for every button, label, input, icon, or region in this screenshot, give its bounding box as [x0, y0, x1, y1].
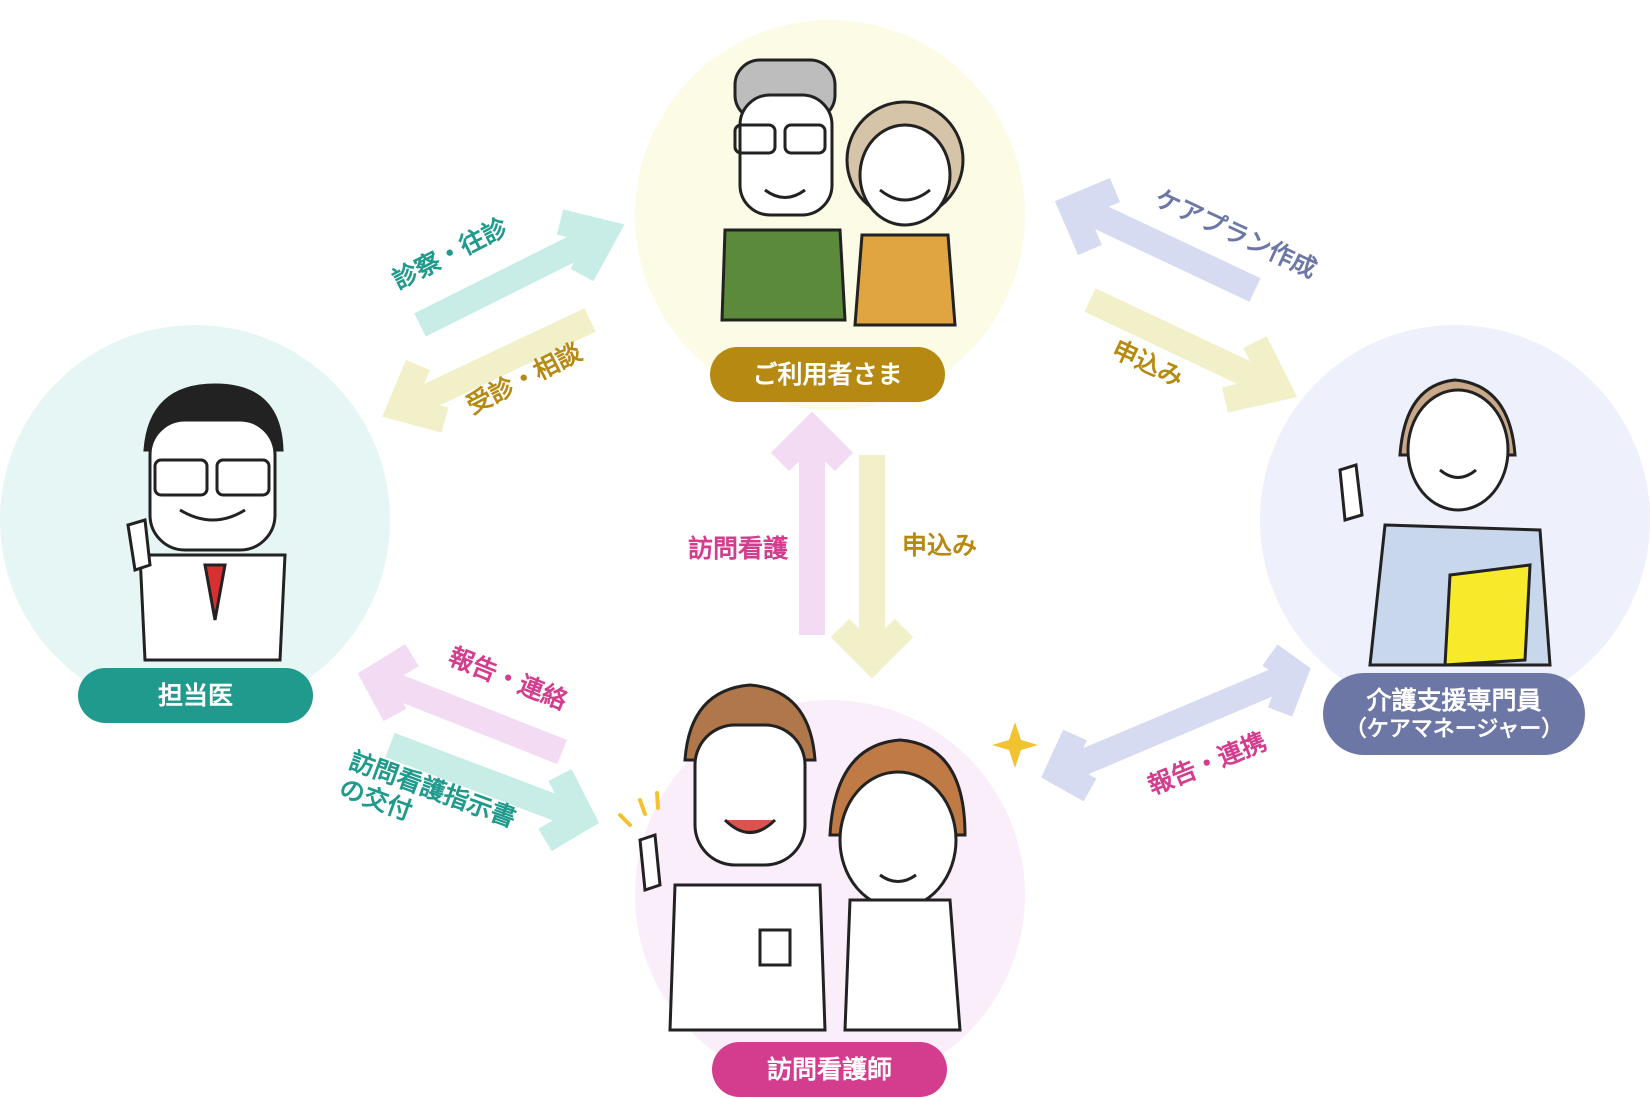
- emphasis-lines-icon: [618, 791, 660, 827]
- badge-manager-sublabel: （ケアマネージャー）: [1344, 716, 1564, 742]
- badge-manager-label: 介護支援専門員: [1366, 685, 1542, 715]
- manager-circle: [1260, 325, 1650, 715]
- arrow-houkoku-l: [357, 643, 567, 765]
- care-manager-illustration: [1338, 378, 1552, 667]
- badge-user-label: ご利用者さま: [752, 359, 903, 389]
- badge-user: ご利用者さま: [710, 347, 945, 402]
- arrow-shinsatsu: [414, 209, 625, 337]
- label-houmon: 訪問看護: [688, 534, 789, 563]
- sparkle-icon: [992, 722, 1038, 768]
- arrow-houkoku-r: [1041, 644, 1311, 802]
- arrow-careplan: [1054, 178, 1261, 302]
- badge-doctor-label: 担当医: [157, 680, 233, 710]
- badge-doctor: 担当医: [78, 668, 313, 723]
- doctor-illustration: [126, 383, 287, 662]
- badge-nurse: 訪問看護師: [712, 1042, 947, 1097]
- arrow-houmon: [770, 411, 854, 635]
- arrow-jushin: [382, 308, 596, 433]
- label-moushikomi-center: 申込み: [902, 531, 978, 560]
- arrow-moushikomi-r: [1084, 288, 1298, 413]
- badge-manager: 介護支援専門員 （ケアマネージャー）: [1323, 673, 1585, 755]
- arrow-shijisho: [385, 732, 600, 852]
- elderly-couple-illustration: [720, 58, 965, 327]
- arrow-moushikomi-c: [830, 455, 914, 679]
- badge-nurse-label: 訪問看護師: [766, 1054, 892, 1084]
- nurses-illustration: [638, 683, 967, 1032]
